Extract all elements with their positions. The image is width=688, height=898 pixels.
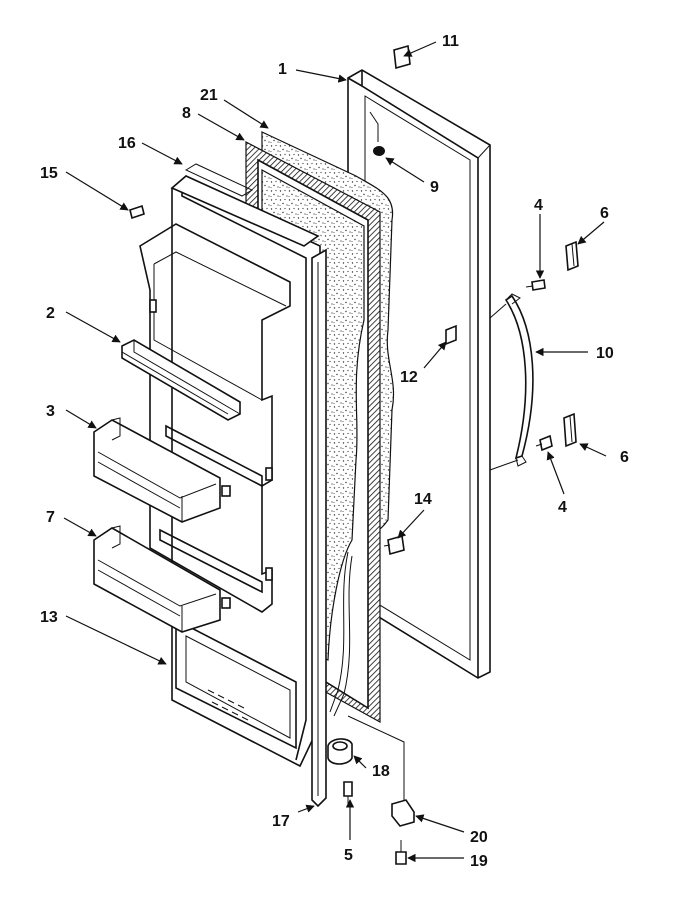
callout-5: 5 bbox=[344, 847, 353, 864]
clip-part bbox=[445, 324, 457, 346]
callout-19: 19 bbox=[470, 853, 488, 870]
callout-2: 2 bbox=[46, 305, 55, 322]
shelf-bar bbox=[121, 339, 241, 421]
callout-labels: 1 2 3 4 4 5 6 6 7 8 9 10 11 12 13 14 15 … bbox=[40, 33, 629, 870]
callout-13: 13 bbox=[40, 609, 58, 626]
callout-9: 9 bbox=[430, 179, 439, 196]
callout-4a: 4 bbox=[534, 197, 543, 214]
hinge-bushing bbox=[327, 738, 353, 765]
door-bin-upper bbox=[93, 417, 231, 523]
callout-21: 21 bbox=[200, 87, 218, 104]
plug-button bbox=[369, 111, 385, 156]
callout-1: 1 bbox=[278, 61, 287, 78]
hinge-screw bbox=[343, 781, 353, 806]
callout-8: 8 bbox=[182, 105, 191, 122]
handle-cap-lower bbox=[563, 412, 577, 448]
screw-lower bbox=[535, 434, 553, 452]
trim-strip bbox=[311, 248, 327, 808]
wire-harness bbox=[329, 551, 353, 717]
callout-12: 12 bbox=[400, 369, 418, 386]
door-bin-lower bbox=[93, 525, 231, 633]
hinge-bracket-screw bbox=[395, 840, 407, 865]
rating-label bbox=[393, 44, 411, 70]
callout-18: 18 bbox=[372, 763, 390, 780]
leader-lines bbox=[63, 41, 607, 863]
callout-15: 15 bbox=[40, 165, 58, 182]
callout-20: 20 bbox=[470, 829, 488, 846]
callout-4b: 4 bbox=[558, 499, 567, 516]
callout-6a: 6 bbox=[600, 205, 609, 222]
callout-17: 17 bbox=[272, 813, 290, 830]
callout-3: 3 bbox=[46, 403, 55, 420]
callout-7: 7 bbox=[46, 509, 55, 526]
wire-clip bbox=[383, 534, 405, 556]
door-top-cap bbox=[170, 163, 320, 247]
callout-16: 16 bbox=[118, 135, 136, 152]
callout-10: 10 bbox=[596, 345, 614, 362]
door-handle bbox=[489, 293, 534, 471]
lower-hinge-bracket bbox=[347, 715, 415, 827]
callout-11: 11 bbox=[442, 33, 459, 50]
screw-upper bbox=[525, 279, 546, 291]
callout-6b: 6 bbox=[620, 449, 629, 466]
handle-cap-upper bbox=[565, 240, 579, 272]
callout-14: 14 bbox=[414, 491, 432, 508]
screw-top bbox=[129, 204, 145, 220]
